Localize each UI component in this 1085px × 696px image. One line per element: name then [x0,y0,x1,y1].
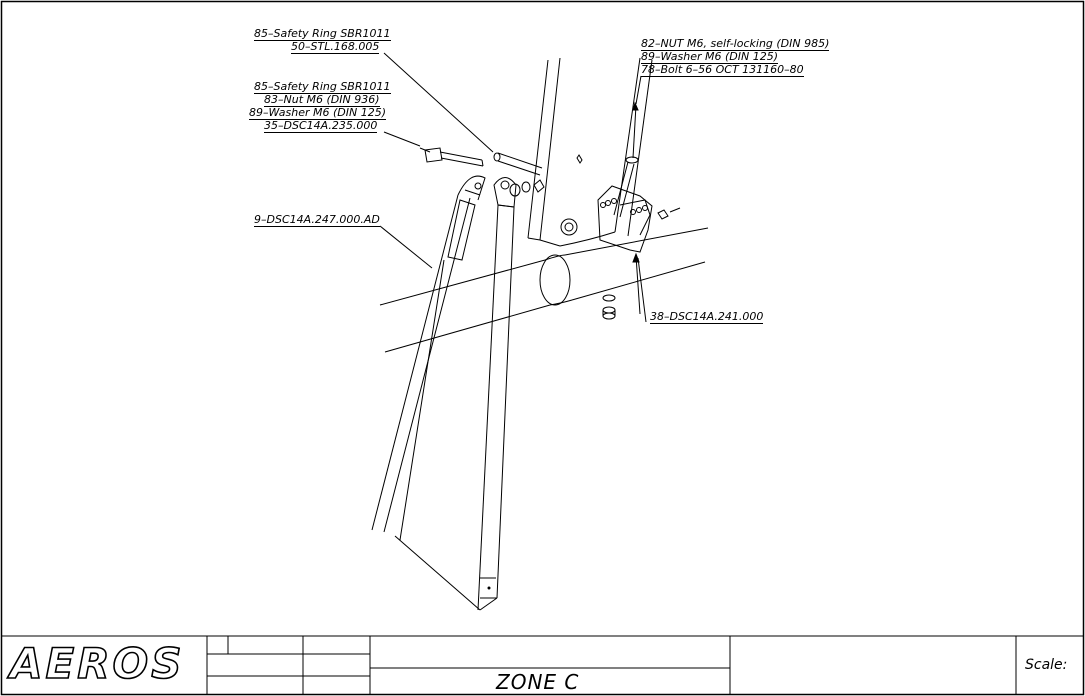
callout-label: 83–Nut M6 (DIN 936) [264,93,380,107]
mast [527,57,653,247]
lower-nut [602,252,641,320]
scale-label: Scale: [1025,657,1068,673]
bolt-78 [613,101,639,218]
callout-bracket: 38–DSC14A.241.000 [650,310,764,324]
fasteners-upper [419,147,545,197]
aeros-logo: AEROS [9,638,185,689]
strut-front [477,177,517,611]
callout-label: 85–Safety Ring SBR1011 [254,27,391,41]
callout-label: 50–STL.168.005 [291,40,380,54]
leader-lines [379,52,647,323]
callout-label: 35–DSC14A.235.000 [264,119,378,133]
title-block [1,635,1084,694]
callout-strut: 9–DSC14A.247.000.AD [254,213,380,227]
callout-label: 78–Bolt 6–56 OCT 131160–80 [641,63,804,77]
callout-label: 82–NUT M6, self-locking (DIN 985) [641,37,830,51]
callout-label: 85–Safety Ring SBR1011 [254,80,391,94]
zone-label: ZONE C [496,670,580,694]
callout-label: 89–Washer M6 (DIN 125) [249,106,387,120]
strut-left [371,175,486,611]
bracket-plate [597,185,681,253]
assembly-drawing [371,52,709,611]
cross-tube [379,227,709,353]
callout-label: 89–Washer M6 (DIN 125) [641,50,779,64]
